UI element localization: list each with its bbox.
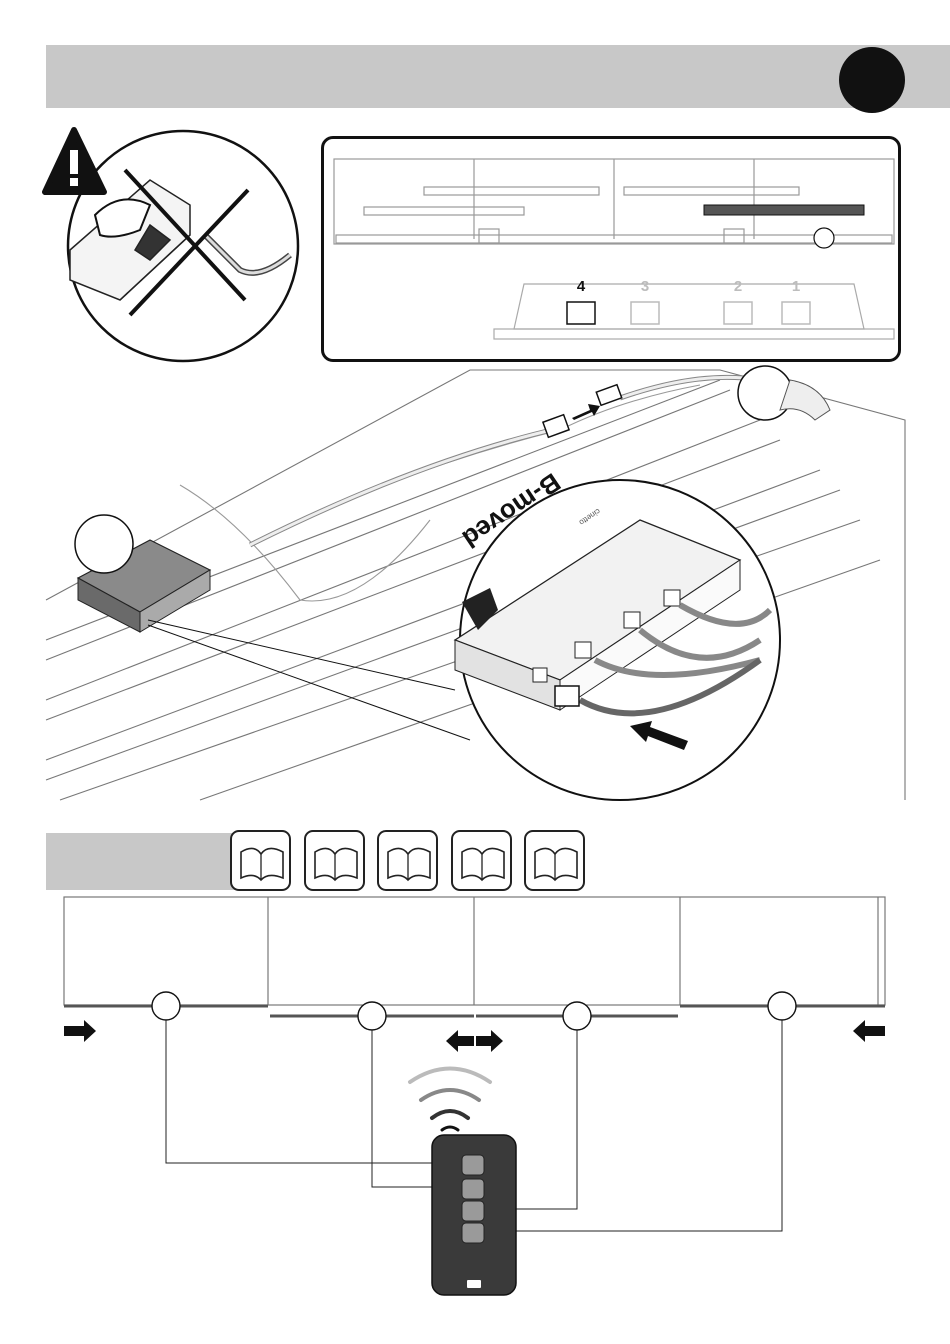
- manual-book-icon-4: [451, 830, 512, 891]
- arrow-right-icon: [64, 1020, 96, 1042]
- hand-mark-icon: [462, 588, 498, 630]
- remote-button-4: [462, 1223, 484, 1243]
- control-unit-small: [78, 540, 210, 632]
- manual-book-icon-2: [304, 830, 365, 891]
- remote-button-3: [462, 1201, 484, 1221]
- control-unit-large: [455, 520, 740, 710]
- arrow-left-icon: [853, 1020, 885, 1042]
- slot-label-3: 3: [630, 278, 660, 295]
- arrow-open-right-icon: [476, 1030, 503, 1052]
- motor-marker-1: [152, 992, 180, 1020]
- connect-arrow-icon: [572, 404, 600, 420]
- manual-book-icon-5: [524, 830, 585, 891]
- step-number-circle: [839, 47, 905, 113]
- slot-label-4: 4: [566, 278, 596, 295]
- motor-marker-4: [768, 992, 796, 1020]
- control-unit-brand: B-moved: [456, 466, 566, 554]
- hand-shape: [95, 199, 150, 236]
- inset-detail-panel: 4 3 2 1: [321, 136, 901, 362]
- slot-label-1: 1: [781, 278, 811, 295]
- remote-button-1: [462, 1155, 484, 1175]
- motor-marker-2: [358, 1002, 386, 1030]
- remote-control-icon: [432, 1135, 516, 1295]
- door-panels: [64, 897, 885, 1005]
- insert-arrow-icon: [630, 721, 688, 750]
- port-connectors: [567, 302, 810, 324]
- motor-marker-3: [563, 1002, 591, 1030]
- warning-triangle-icon: [45, 130, 104, 192]
- slot-label-2: 2: [723, 278, 753, 295]
- track-diagram: [324, 139, 904, 365]
- cross-out-icon: [125, 170, 245, 300]
- control-unit-sub-brand: cinetto: [577, 507, 602, 528]
- remote-button-2: [462, 1179, 484, 1199]
- door-tracks: [64, 1006, 885, 1016]
- arrow-open-left-icon: [446, 1030, 474, 1052]
- radio-signal-icon: [410, 1069, 490, 1131]
- header-band: [46, 45, 950, 108]
- manual-book-icon-1: [230, 830, 291, 891]
- manual-book-icon-3: [377, 830, 438, 891]
- remote-led: [467, 1280, 481, 1288]
